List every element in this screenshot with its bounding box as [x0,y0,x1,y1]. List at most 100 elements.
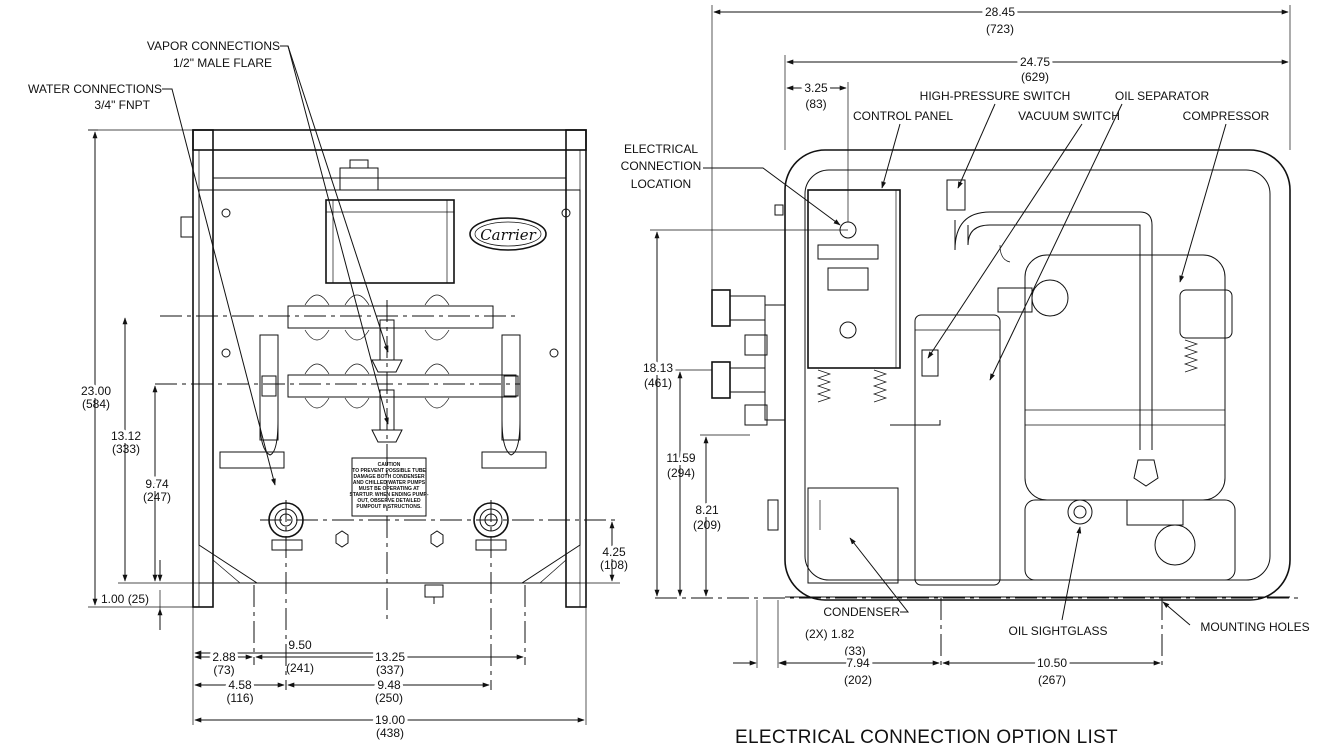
front-panel [198,189,581,604]
compressor-label: COMPRESSOR [1183,109,1270,123]
svg-text:4.25: 4.25 [602,545,626,559]
svg-text:2.88: 2.88 [212,650,236,664]
svg-text:(584): (584) [82,397,110,411]
side-leaders [703,103,1227,626]
svg-text:23.00: 23.00 [81,384,111,398]
oil-sightglass-icon [1067,499,1093,525]
hex-nut-icon [335,530,349,548]
svg-text:4.58: 4.58 [228,678,252,692]
svg-text:11.59: 11.59 [666,451,695,465]
svg-text:CAUTION: CAUTION [378,462,401,468]
hex-nut-icon [430,530,444,548]
oil-sightglass-label: OIL SIGHTGLASS [1009,624,1108,638]
svg-text:10.50: 10.50 [1037,656,1067,670]
side-labels: ELECTRICAL CONNECTION LOCATION CONTROL P… [621,89,1310,638]
svg-text:AND CHILLED WATER PUMPS: AND CHILLED WATER PUMPS [353,480,426,486]
side-piping [819,179,1159,530]
svg-text:19.00: 19.00 [375,713,405,727]
svg-text:TO PREVENT POSSIBLE TUBE: TO PREVENT POSSIBLE TUBE [352,468,426,474]
carrier-logo: Carrier [469,217,547,251]
svg-text:28.45: 28.45 [985,5,1015,19]
svg-text:19.00: 19.00 [375,713,405,727]
svg-text:13.12: 13.12 [111,429,141,443]
front-dimension-text: 23.00 23.00 (584) 13.12 13.12 (333) 9.74… [78,381,629,740]
electrical-connection-label-3: LOCATION [631,177,691,191]
svg-text:11.59: 11.59 [666,451,695,465]
svg-text:9.48: 9.48 [377,678,401,692]
front-leaders [162,45,389,486]
svg-text:18.13: 18.13 [643,361,673,375]
vacuum-switch-label: VACUUM SWITCH [1018,109,1120,123]
svg-text:9.48: 9.48 [377,678,401,692]
svg-text:(2X) 1.82: (2X) 1.82 [805,627,855,641]
svg-text:PUMPOUT INSTRUCTIONS.: PUMPOUT INSTRUCTIONS. [356,504,422,510]
svg-text:(629): (629) [1021,70,1049,84]
svg-text:OUT, OBSERVE DETAILED: OUT, OBSERVE DETAILED [357,498,421,504]
svg-text:1.00 (25): 1.00 (25) [101,592,149,606]
panel-bolt-icon [561,208,571,218]
svg-text:(294): (294) [667,466,695,480]
side-control-box [767,189,901,531]
vapor-connections-label: VAPOR CONNECTIONS [147,39,280,53]
vapor-spec-label: 1/2" MALE FLARE [173,56,272,70]
side-view [650,5,1300,668]
front-control-box [325,159,455,284]
svg-text:DAMAGE BOTH CONDENSER: DAMAGE BOTH CONDENSER [353,474,425,480]
svg-text:(438): (438) [376,726,404,740]
front-dimension-lines [88,129,620,725]
svg-text:4.25: 4.25 [602,545,626,559]
control-panel-label: CONTROL PANEL [853,109,953,123]
compressor-body [1024,254,1236,581]
front-placards: CAUTION TO PREVENT POSSIBLE TUBE DAMAGE … [219,451,547,551]
svg-text:23.00: 23.00 [81,384,111,398]
oil-separator-label: OIL SEPARATOR [1115,89,1210,103]
svg-text:(209): (209) [693,518,721,532]
mounting-holes-label: MOUNTING HOLES [1200,620,1309,634]
side-frame [784,149,1291,601]
svg-text:(73): (73) [213,663,234,677]
panel-bolt-icon [221,348,231,358]
svg-text:10.50: 10.50 [1037,656,1067,670]
caution-placard [351,457,427,517]
condenser-tank [807,314,1001,586]
svg-text:9.74: 9.74 [145,477,169,491]
svg-text:7.94: 7.94 [846,656,870,670]
svg-text:9.50: 9.50 [288,638,312,652]
svg-text:(83): (83) [805,97,826,111]
svg-text:Carrier: Carrier [480,226,536,244]
svg-text:8.21: 8.21 [695,503,719,517]
water-spec-label: 3/4" FNPT [94,98,150,112]
side-dimension-lines [650,5,1291,668]
spring-mounts [816,339,1199,403]
condenser-label: CONDENSER [823,605,900,619]
svg-text:(333): (333) [112,442,140,456]
section-title: ELECTRICAL CONNECTION OPTION LIST [735,727,1118,748]
svg-text:13.12: 13.12 [111,429,141,443]
svg-text:STARTUP. WHEN ENDING PUMP-: STARTUP. WHEN ENDING PUMP- [350,492,429,498]
water-connections-label: WATER CONNECTIONS [28,82,162,96]
panel-bolt-icon [221,208,231,218]
svg-text:(337): (337) [376,663,404,677]
svg-text:7.94: 7.94 [846,656,870,670]
svg-text:(202): (202) [844,673,872,687]
svg-text:13.25: 13.25 [375,650,405,664]
svg-text:2.88: 2.88 [212,650,236,664]
svg-text:8.21: 8.21 [695,503,719,517]
svg-text:3.25: 3.25 [804,81,828,95]
panel-bolt-icon [549,348,559,358]
svg-text:(461): (461) [644,376,672,390]
svg-text:(267): (267) [1038,673,1066,687]
svg-text:(250): (250) [375,691,403,705]
front-frame [180,129,587,608]
svg-text:24.75: 24.75 [1020,55,1050,69]
svg-text:(116): (116) [226,691,253,705]
front-view: Carrier [88,45,620,725]
svg-text:MUST BE OPERATING AT: MUST BE OPERATING AT [359,486,420,492]
svg-text:(241): (241) [286,661,314,675]
svg-text:(108): (108) [600,558,628,572]
svg-text:4.58: 4.58 [228,678,252,692]
svg-text:13.25: 13.25 [375,650,405,664]
electrical-connection-label-2: CONNECTION [621,159,702,173]
svg-text:(723): (723) [986,22,1014,36]
